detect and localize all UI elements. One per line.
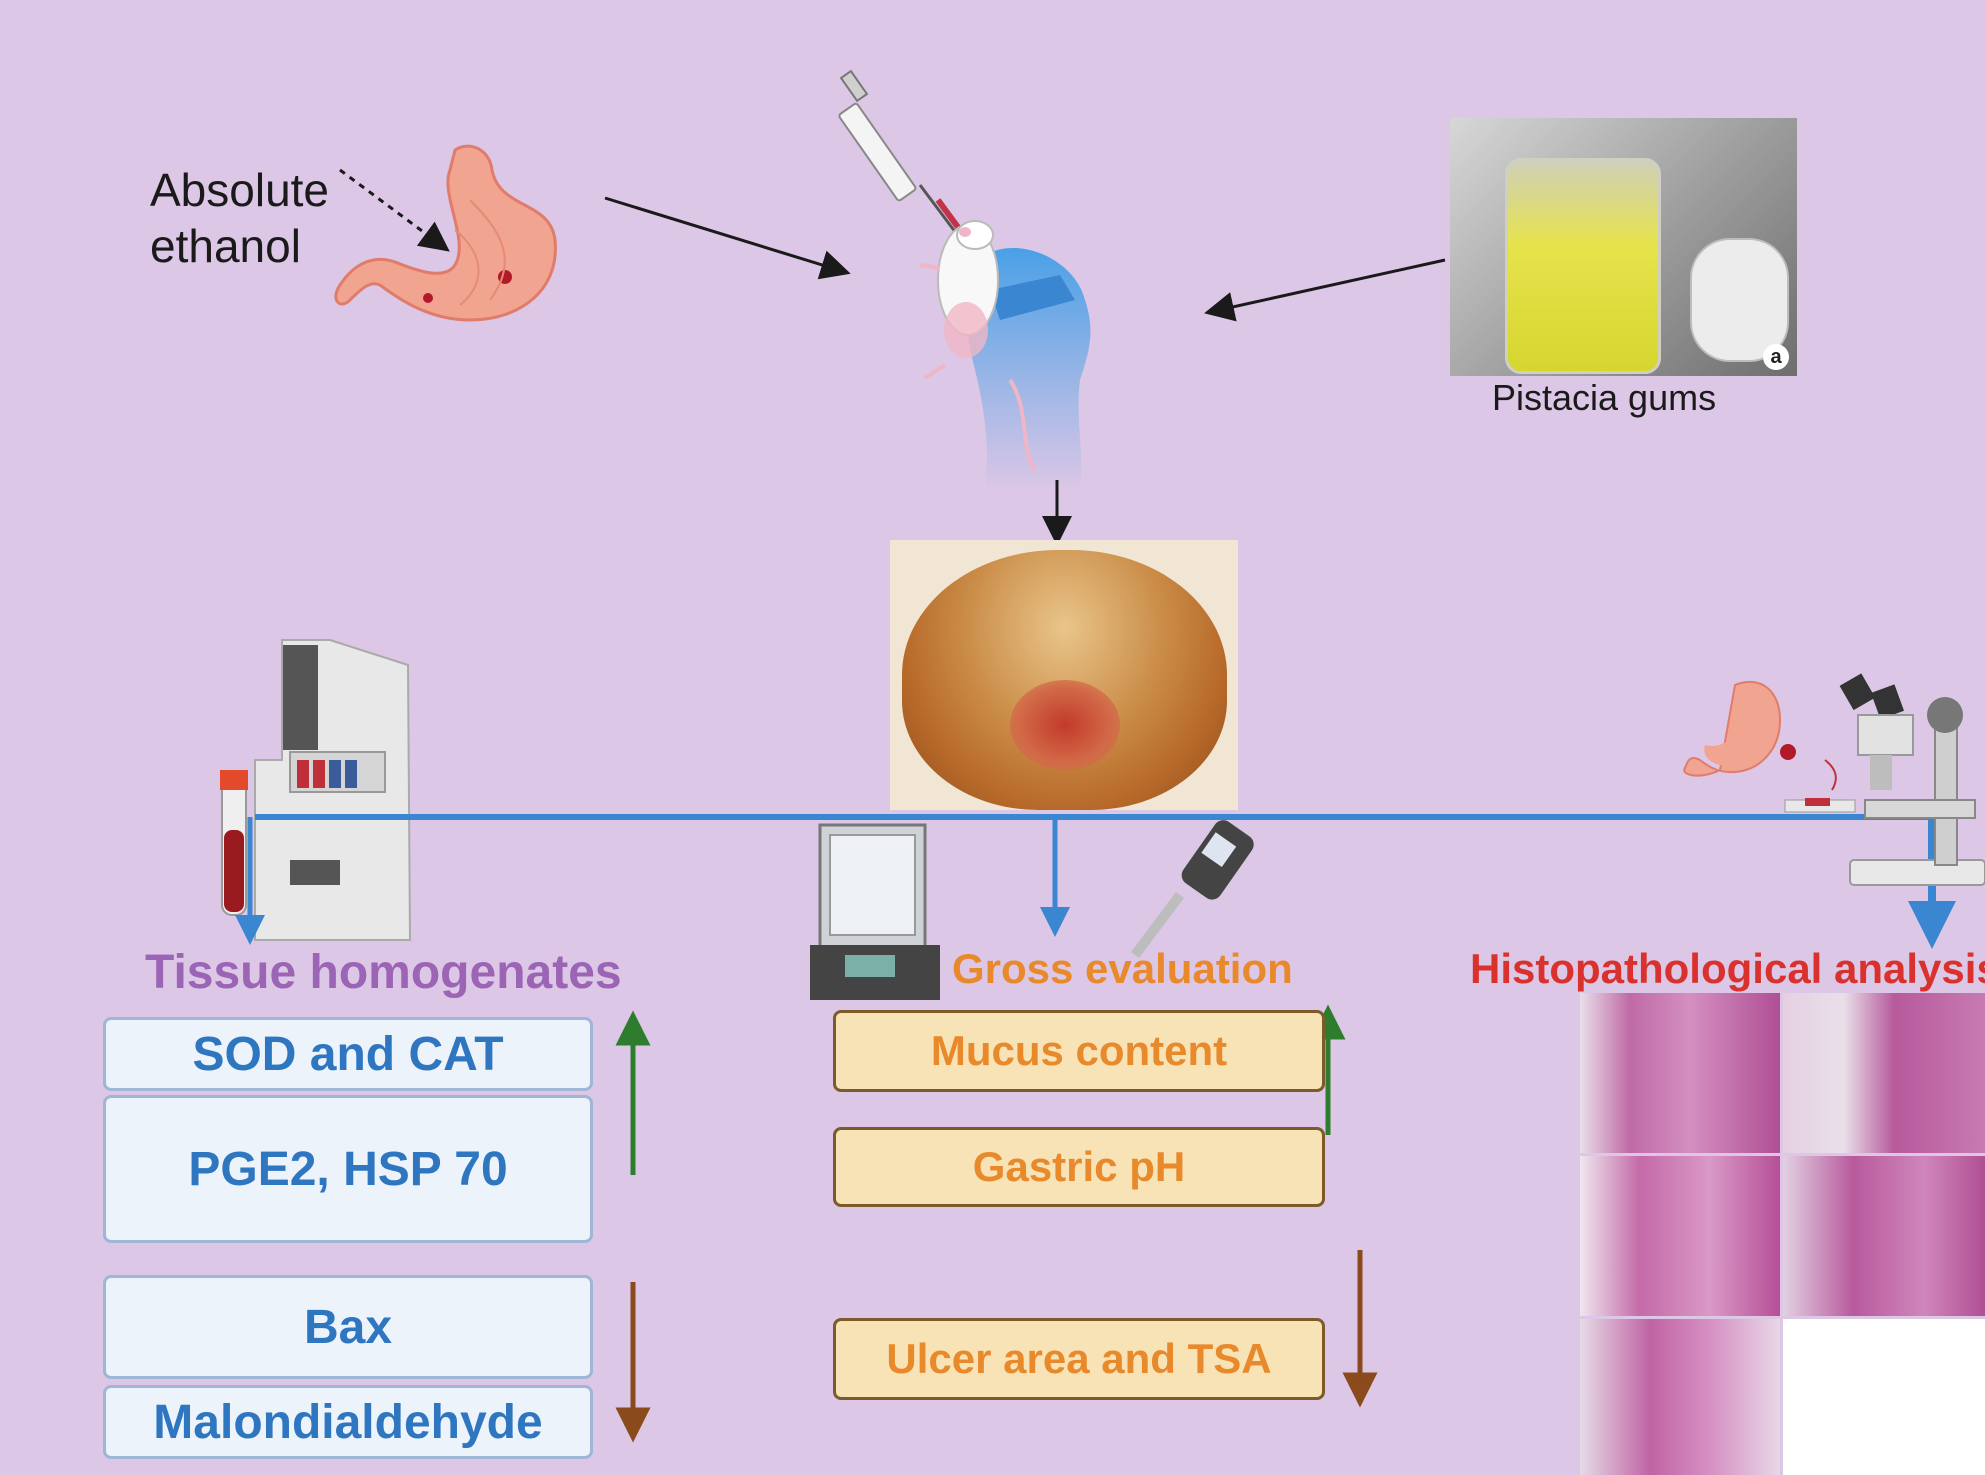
histology-panel-a <box>1580 993 1780 1153</box>
histology-panel-d <box>1783 1156 1985 1316</box>
pistacia-gums-photo: a <box>1450 118 1797 376</box>
histo-heading: Histopathological analysis <box>1470 945 1985 992</box>
gum-jar <box>1505 158 1661 374</box>
box-sod-cat: SOD and CAT <box>103 1017 593 1091</box>
box-mucus-content: Mucus content <box>833 1010 1325 1092</box>
tissue-heading: Tissue homogenates <box>145 946 622 999</box>
ethanol-label: Absolute ethanol <box>150 162 329 274</box>
stomach-lesion <box>1010 680 1120 770</box>
gums-to-rat-arrow <box>1204 258 1446 322</box>
box-gastric-ph: Gastric pH <box>833 1127 1325 1207</box>
homogenizer-icon <box>254 639 412 941</box>
histology-panel-b <box>1783 993 1985 1153</box>
box-pge2-hsp70: PGE2, HSP 70 <box>103 1095 593 1243</box>
pistacia-gums-caption: Pistacia gums <box>1492 377 1717 418</box>
box-ulcer-area-tsa: Ulcer area and TSA <box>833 1318 1325 1400</box>
histology-panel-grid <box>1580 993 1985 1475</box>
stomach-icon <box>334 144 557 322</box>
ethanol-dotted-arrow <box>339 168 450 252</box>
gross-heading: Gross evaluation <box>952 945 1293 992</box>
balance-icon <box>810 823 940 1000</box>
box-bax: Bax <box>103 1275 593 1379</box>
syringe-icon <box>838 69 967 246</box>
histology-panel-e <box>1580 1319 1780 1475</box>
ph-meter-icon <box>1131 820 1254 958</box>
microscope-icon <box>1839 673 1985 886</box>
gum-lid <box>1690 238 1789 362</box>
rat-in-hand-icon <box>919 220 1091 490</box>
ethanol-label-line1: Absolute <box>150 164 330 216</box>
histology-panel-c <box>1580 1156 1780 1316</box>
histology-blank <box>1783 1319 1985 1475</box>
ethanol-label-line2: ethanol <box>150 220 301 272</box>
box-malondialdehyde: Malondialdehyde <box>103 1385 593 1459</box>
gross-stomach-photo <box>890 540 1238 810</box>
stomach-to-rat-arrow <box>604 196 851 280</box>
photo-marker: a <box>1763 344 1789 370</box>
blood-tube-icon <box>220 770 248 916</box>
stomach-small-icon <box>1683 680 1856 813</box>
